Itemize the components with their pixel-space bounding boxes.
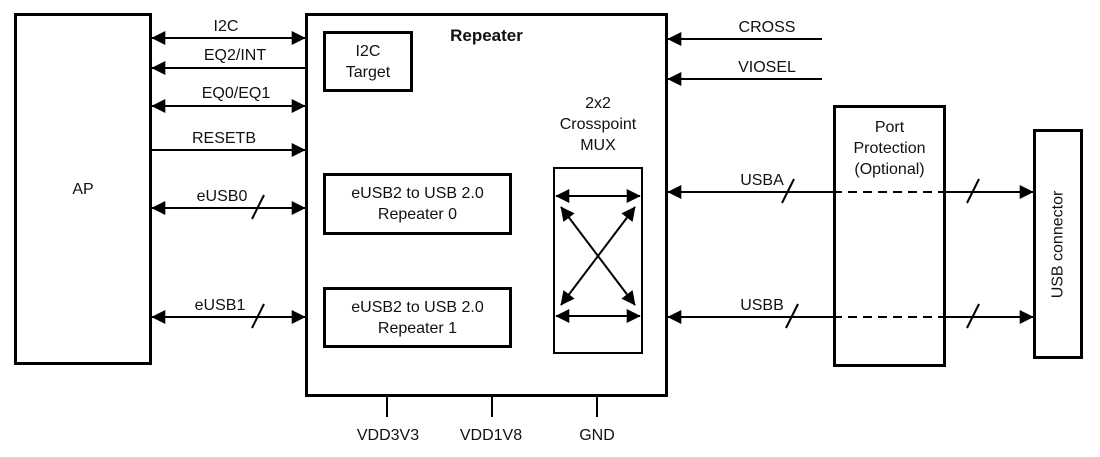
eusb1-label: eUSB1: [194, 297, 246, 314]
eq0-eq1-label: EQ0/EQ1: [201, 85, 271, 102]
gnd-pin-label: GND: [579, 427, 615, 444]
usbb-label: USBB: [740, 297, 784, 314]
crosspoint-mux-block: [553, 167, 643, 354]
usbb-bus-slash-2: [966, 303, 980, 329]
ap-block: AP: [14, 13, 152, 365]
i2c-label: I2C: [213, 18, 239, 35]
vdd1v8-pin-label: VDD1V8: [459, 427, 523, 444]
usb-connector-label: USB connector: [1049, 190, 1067, 298]
repeater1-label: eUSB2 to USB 2.0 Repeater 1: [351, 298, 484, 337]
repeater0-label: eUSB2 to USB 2.0 Repeater 0: [351, 185, 484, 223]
port-protection-block: Port Protection (Optional): [833, 105, 946, 367]
repeater1-block: eUSB2 to USB 2.0 Repeater 1: [323, 287, 512, 348]
ap-label: AP: [72, 180, 94, 198]
eusb0-label: eUSB0: [196, 188, 248, 205]
viosel-label: VIOSEL: [738, 59, 796, 76]
i2c-target-block: I2C Target: [323, 31, 413, 92]
vdd3v3-pin-label: VDD3V3: [356, 427, 420, 444]
repeater-title: Repeater: [450, 26, 523, 45]
resetb-label: RESETB: [191, 130, 256, 147]
cross-label: CROSS: [738, 19, 796, 36]
eq2-int-label: EQ2/INT: [203, 47, 267, 64]
crosspoint-mux-label: 2x2 Crosspoint MUX: [559, 95, 637, 154]
repeater0-block: eUSB2 to USB 2.0 Repeater 0: [323, 173, 512, 235]
i2c-target-label: I2C Target: [345, 42, 391, 81]
usb-connector-block: USB connector: [1033, 129, 1083, 359]
usba-label: USBA: [740, 172, 784, 189]
usba-bus-slash-2: [966, 178, 980, 204]
port-protection-label: Port Protection (Optional): [853, 119, 926, 178]
